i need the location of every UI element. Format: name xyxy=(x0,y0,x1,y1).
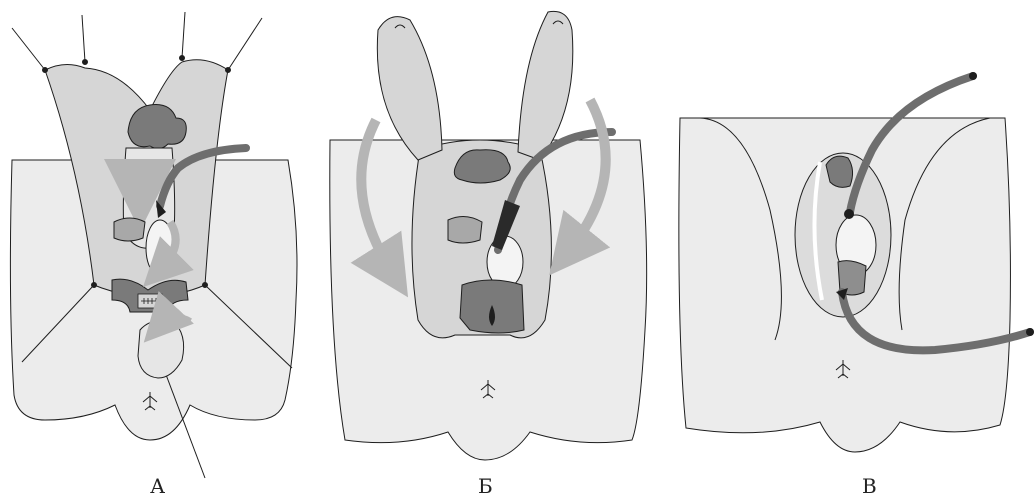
panel-label-a: А xyxy=(150,474,165,498)
panel-v-dark-tissue-top xyxy=(826,156,853,187)
panel-b xyxy=(330,11,647,460)
panel-b-mid-tissue xyxy=(448,216,482,243)
panel-label-v: В xyxy=(862,474,877,498)
panel-b-flap-tip-sutures xyxy=(395,21,563,28)
panel-b-flap-left xyxy=(377,17,442,160)
panel-b-dark-tissue-top xyxy=(454,150,510,183)
panel-label-b: Б xyxy=(478,474,493,498)
panel-v xyxy=(679,72,1034,452)
panel-v-catheter-upper-end xyxy=(844,209,854,219)
panel-a-mid-tissue xyxy=(114,218,145,241)
panel-v-catheter-lower-tip xyxy=(1026,328,1034,336)
panel-v-catheter-upper-tip xyxy=(969,72,977,80)
panel-a xyxy=(10,12,297,478)
